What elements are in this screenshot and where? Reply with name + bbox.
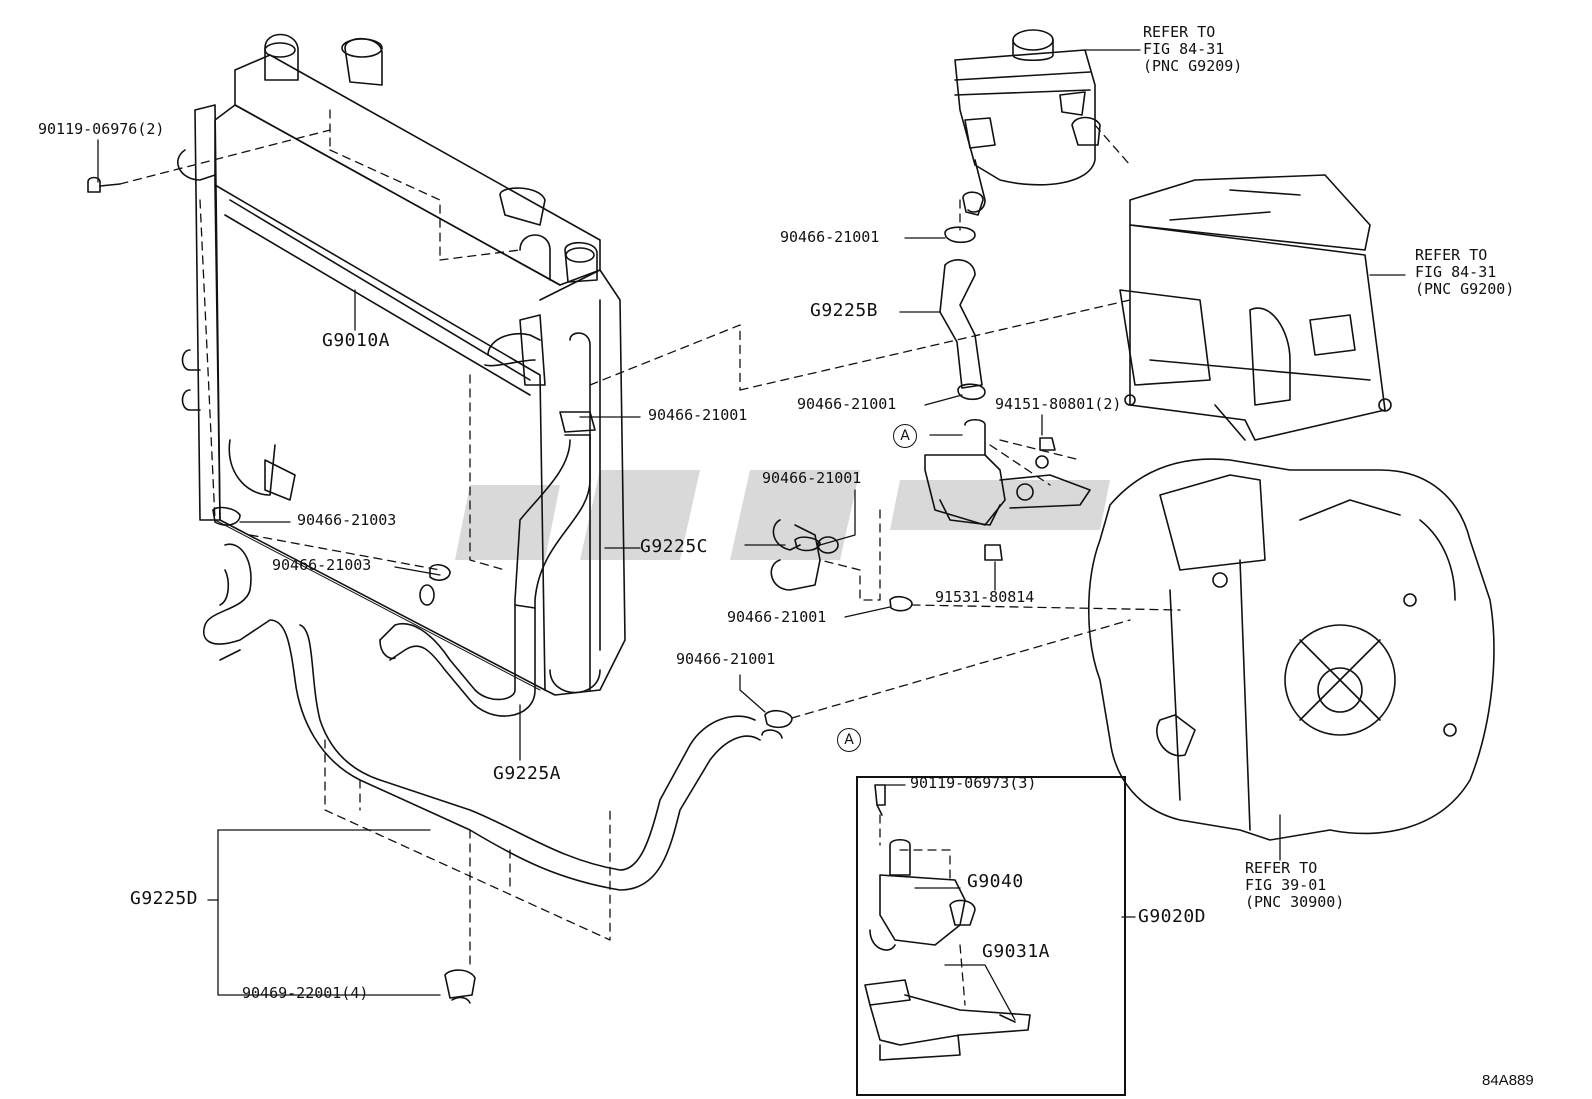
callout-clamp-inverter: 90466-21001 [797,395,897,413]
note-refer-reservoir: REFER TO FIG 84-31 (PNC G9209) [1143,23,1243,75]
callout-clamp-low1: 90466-21003 [297,511,397,529]
pump-bracket-drawing [924,418,1091,561]
reservoir-drawing [954,29,1101,216]
marker-a: A [893,424,917,448]
note-refer-inverter: REFER TO FIG 84-31 (PNC G9200) [1415,246,1515,298]
callout-radiator-g9010a: G9010A [322,330,391,351]
callout-clamp-reservoir: 90466-21001 [780,228,880,246]
clamps-drawing [87,176,1056,1004]
callout-clamp-lower: 90466-21001 [676,650,776,668]
callout-90119-06976: 90119-06976(2) [38,120,165,138]
solid-leaders [97,49,1406,1021]
callout-clamp-bottom: 90469-22001(4) [242,984,369,1002]
callout-clamp-mid2: 90466-21001 [727,608,827,626]
callout-hose-g9225b: G9225B [810,300,879,321]
dashed-leaders [119,109,1181,1006]
inset-pump-drawing [864,784,1031,1061]
inverter-drawing [1119,174,1392,441]
hose-g9225d-drawing [203,543,761,891]
callout-inset-bolt: 90119-06973(3) [910,774,1037,792]
transaxle-drawing [1088,458,1495,841]
inset-pump-assembly-box [856,776,1126,1096]
note-refer-transaxle: REFER TO FIG 39-01 (PNC 30900) [1245,859,1345,911]
callout-hose-g9225a: G9225A [493,763,562,784]
callout-hose-g9225c: G9225C [640,536,709,557]
callout-bolt-91531: 91531-80814 [935,588,1035,606]
marker-a-inset: A [837,728,861,752]
radiator-drawing [177,33,626,696]
hose-g9225b-drawing [939,226,986,401]
hose-g9225a-drawing [379,411,596,717]
callout-pump-assy-g9020d: G9020D [1138,906,1207,927]
callout-clamp-upper-right: 90466-21001 [648,406,748,424]
hose-g9225c-drawing [770,519,839,591]
callout-inset-bracket-g9031a: G9031A [982,941,1051,962]
callout-clamp-mid: 90466-21001 [762,469,862,487]
callout-nut-94151: 94151-80801(2) [995,395,1122,413]
callout-hose-g9225d: G9225D [130,888,199,909]
callout-clamp-low2: 90466-21003 [272,556,372,574]
callout-inset-pump-g9040: G9040 [967,871,1024,892]
figure-code: 84A889 [1482,1072,1534,1089]
